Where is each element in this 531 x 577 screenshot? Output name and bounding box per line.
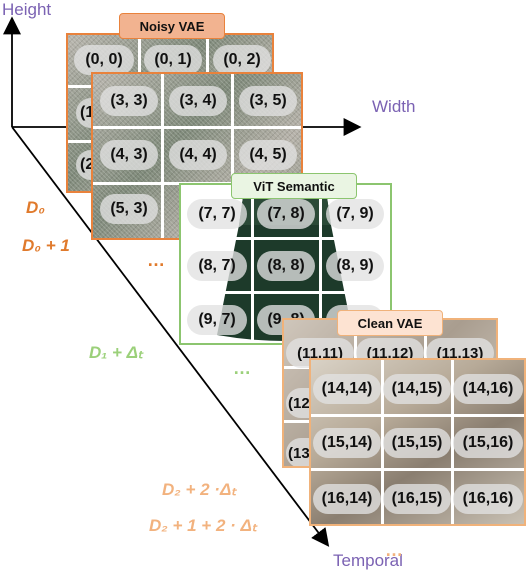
ellipsis-green: … <box>233 358 252 378</box>
temporal-axis-label: Temporal <box>333 551 403 570</box>
token-label: (14,15) <box>383 374 451 404</box>
token-label: (0, 2) <box>213 45 271 75</box>
token-label: (3, 4) <box>169 86 227 116</box>
dim-label-d1-plus-delta: D₁ + Δₜ <box>89 343 144 362</box>
token-label: (5, 3) <box>100 194 158 224</box>
ellipsis-orange: … <box>147 250 166 270</box>
token-label: (8, 9) <box>326 251 384 281</box>
token-label: (8, 7) <box>187 251 247 281</box>
token-label: (16,16) <box>453 484 523 514</box>
vit-semantic-frame: (7, 7) (7, 8) (7, 9) (8, 7) (8, 8) (8, 9… <box>179 183 392 345</box>
vit-semantic-tag: ViT Semantic <box>231 173 357 199</box>
token-label: (15,15) <box>383 428 451 458</box>
token-label: (4, 5) <box>239 140 297 170</box>
token-label: (7, 7) <box>187 199 247 229</box>
token-label: (4, 3) <box>100 140 158 170</box>
dim-label-d2-plus-1-plus-2delta: D₂ + 1 + 2 · Δₜ <box>149 516 257 535</box>
token-label: (3, 3) <box>100 86 158 116</box>
token-label: (9, 7) <box>187 305 247 335</box>
dim-label-d0-plus-1: D₀ + 1 <box>22 236 70 255</box>
token-label: (8, 8) <box>257 251 315 281</box>
token-label: (7, 8) <box>257 199 315 229</box>
token-label: (16,15) <box>383 484 451 514</box>
token-label: (4, 4) <box>169 140 227 170</box>
token-label: (0, 1) <box>144 45 202 75</box>
token-label: (14,16) <box>453 374 523 404</box>
token-label: (0, 0) <box>74 45 134 75</box>
token-label: (14,14) <box>313 374 381 404</box>
token-label: (7, 9) <box>326 199 384 229</box>
dim-label-d2-plus-2delta: D₂ + 2 ·Δₜ <box>162 480 237 499</box>
token-label: (3, 5) <box>239 86 297 116</box>
token-label: (15,16) <box>453 428 523 458</box>
height-axis-label: Height <box>2 0 52 19</box>
ellipsis-peach: … <box>385 540 404 560</box>
token-label: (16,14) <box>313 484 381 514</box>
width-axis-label: Width <box>372 97 416 116</box>
clean-vae-tag: Clean VAE <box>337 310 443 336</box>
temporal-axis <box>11 126 330 547</box>
dim-label-d0: D₀ <box>26 198 45 217</box>
noisy-vae-tag: Noisy VAE <box>119 13 225 39</box>
clean-vae-front-frame: (14,14) (14,15) (14,16) (15,14) (15,15) … <box>309 358 526 526</box>
token-label: (15,14) <box>313 428 381 458</box>
